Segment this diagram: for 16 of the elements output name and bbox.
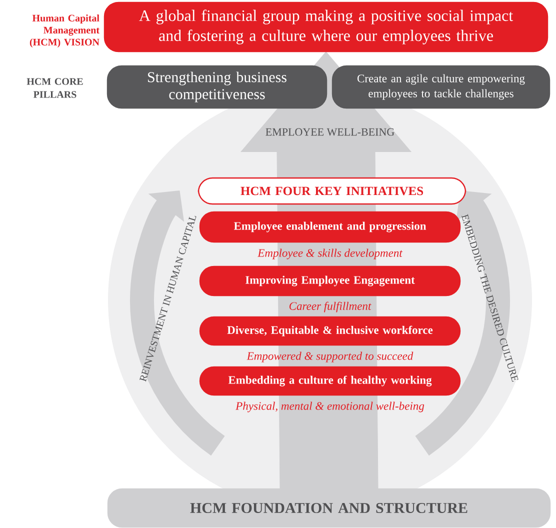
heading-box: HCM FOUR KEY INITIATIVES	[198, 177, 466, 205]
initiative-box: Diverse, Equitable & inclusive workforce	[199, 316, 461, 346]
subtitle: Career fulfillment	[290, 302, 372, 312]
vision-banner: A global financial group making a positive social impact and fostering a culture where our employees thrive	[104, 2, 548, 52]
subtitle: Physical, mental & emotional well-being	[236, 402, 424, 412]
heading-label: Human Capital Management (HCM) VISION	[30, 14, 100, 48]
foundation-bar: HCM FOUNDATION AND STRUCTURE	[107, 488, 551, 528]
subtitle: Empowered & supported to succeed	[246, 352, 414, 362]
initiative-box: Improving Employee Engagement	[199, 266, 461, 296]
pillar-box: Strengthening business competitiveness	[106, 65, 328, 109]
heading-label: HCM CORE PILLARS	[26, 78, 83, 98]
pillar-box: Create an agile culture empowering employees to tackle challenges	[332, 65, 550, 109]
initiative-box: Embedding a culture of healthy working	[199, 366, 461, 396]
arrow-label: EMPLOYEE WELL-BEING	[266, 128, 394, 136]
initiative-box: Employee enablement and progression	[199, 211, 461, 243]
subtitle: Employee & skills development	[258, 248, 403, 260]
